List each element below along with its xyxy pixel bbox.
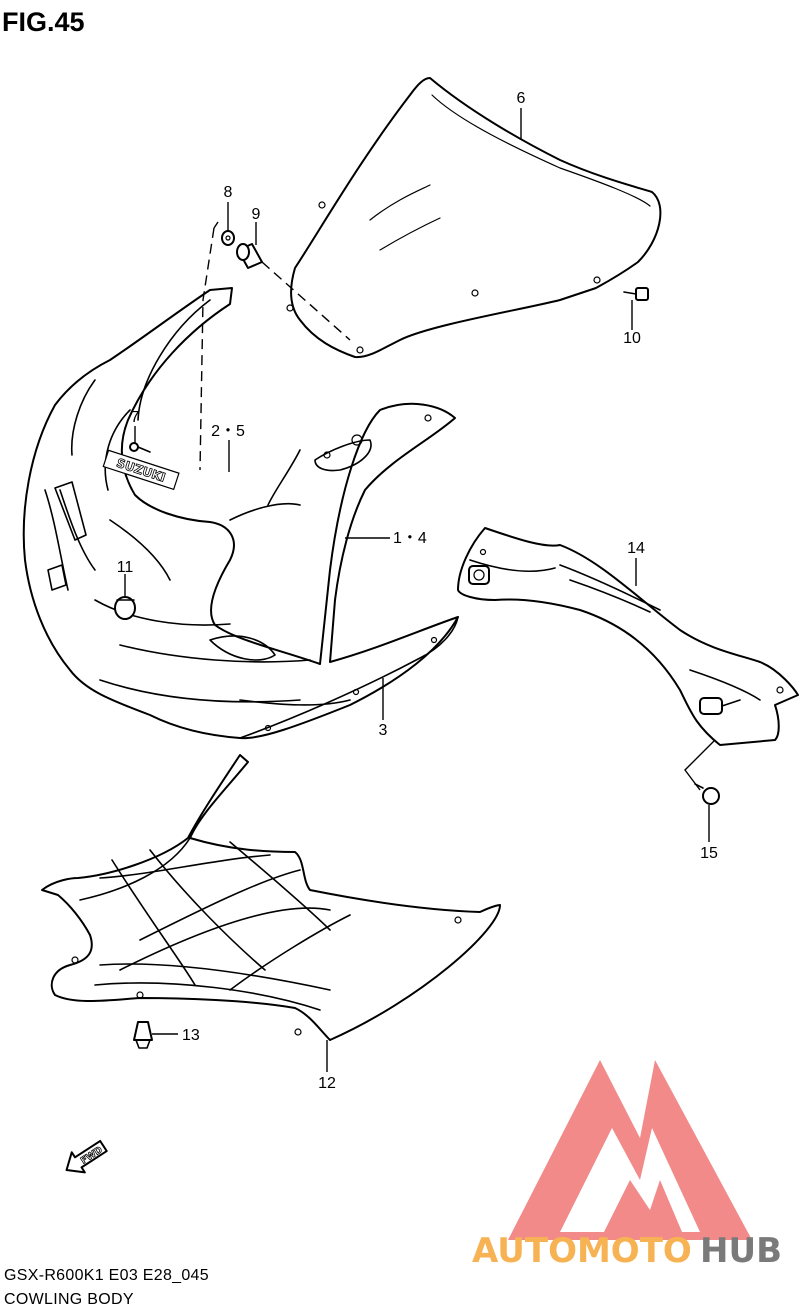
windscreen-part[interactable]: [286, 77, 662, 359]
inner-panel-part[interactable]: [457, 527, 799, 746]
bolt-part-9[interactable]: [236, 243, 263, 269]
grommet-part-11[interactable]: [114, 596, 136, 620]
callout-1-4: 1・4: [393, 530, 427, 547]
callout-9: 9: [252, 206, 261, 223]
watermark-text-auto: AUTOMOTO: [472, 1231, 692, 1271]
callout-3: 3: [379, 722, 388, 739]
callout-6: 6: [517, 90, 526, 107]
under-cowling-part[interactable]: [41, 754, 501, 1041]
callout-11: 11: [117, 559, 134, 576]
watermark-logo: AUTOMOTO HUB: [472, 1060, 782, 1271]
clip-part-13[interactable]: [133, 1021, 153, 1049]
callout-15: 15: [700, 845, 718, 862]
callout-labels: 6 8 9 10 2・5 7 1・4 14 11 3 15 13 12: [117, 90, 718, 1092]
callout-12: 12: [318, 1075, 336, 1092]
edge-trim-part[interactable]: [239, 616, 459, 739]
upper-cowling-part[interactable]: [22, 287, 459, 740]
callout-13: 13: [182, 1027, 200, 1044]
callout-7: 7: [131, 409, 140, 426]
watermark-text-hub: HUB: [700, 1231, 782, 1271]
forward-arrow-icon: FWD: [65, 1139, 108, 1174]
callout-10: 10: [623, 330, 641, 347]
figure-title: FIG.45: [2, 7, 85, 37]
callout-2-5: 2・5: [211, 423, 245, 440]
callout-8: 8: [224, 184, 233, 201]
bolt-part-7[interactable]: [129, 442, 151, 453]
leader-lines: [124, 108, 716, 1072]
figure-caption: COWLING BODY: [4, 1291, 134, 1308]
nut-part-8[interactable]: [221, 230, 235, 246]
model-code: GSX-R600K1 E03 E28_045: [4, 1267, 209, 1284]
screw-part-10[interactable]: [623, 287, 649, 301]
callout-14: 14: [627, 540, 645, 557]
